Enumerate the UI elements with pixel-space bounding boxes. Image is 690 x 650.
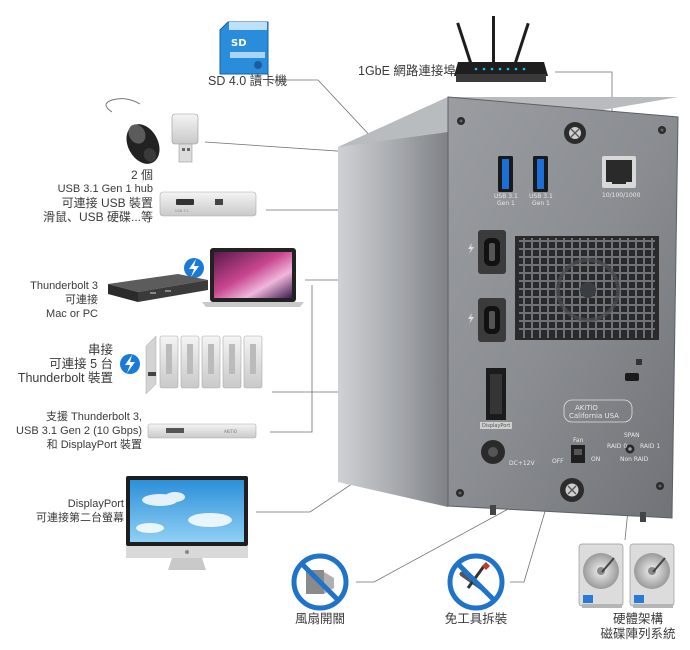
network-port-callout: 1GbE 網路連接埠	[358, 64, 456, 78]
fan-off-icon	[291, 553, 349, 611]
usb-hub-icon: USB 3.1	[159, 191, 257, 217]
monitor-icon	[126, 476, 248, 570]
raid0-label: RAID 0	[607, 443, 628, 450]
usb-drive-icon	[171, 113, 199, 163]
fan-on-label: ON	[591, 456, 601, 463]
thunderbolt3-callout: Thunderbolt 3 可連接 Mac or PC	[30, 280, 98, 320]
svg-text:USB 3.1: USB 3.1	[175, 209, 189, 213]
brand-label: AKiTiO	[575, 404, 598, 412]
fan-switch-callout: 風扇開關	[294, 612, 345, 626]
svg-text:AKiTiO: AKiTiO	[224, 429, 237, 434]
ethernet-speed-label: 10/100/1000	[602, 192, 641, 199]
raid-span-label: SPAN	[624, 432, 640, 439]
hardware-raid-callout: 硬體架構 磁碟陣列系統	[600, 612, 676, 641]
laptop-icon	[202, 248, 304, 307]
hard-drive-icon	[578, 543, 624, 608]
displayport-callout: DisplayPort 可連接第二台螢幕	[36, 498, 124, 524]
sd-reader-callout: SD 4.0 讀卡機	[208, 74, 288, 88]
no-tools-icon	[447, 553, 505, 611]
akitio-enclosure	[338, 96, 679, 522]
svg-text:SD: SD	[231, 38, 247, 49]
brand-sub-label: California USA	[569, 412, 619, 420]
tb-flat-device-icon: AKiTiO	[147, 423, 257, 439]
usb-port-label: USB 3.1	[494, 193, 518, 200]
displayport-port-label: DisplayPort	[482, 423, 511, 429]
power-label: DC+12V	[509, 460, 535, 467]
fan-switch-label: Fan	[573, 437, 584, 444]
router-icon	[454, 16, 548, 82]
thunderbolt-icon	[120, 354, 140, 374]
usb-hub-callout: 2 個 USB 3.1 Gen 1 hub 可連接 USB 裝置 滑鼠、USB …	[42, 168, 153, 224]
support-callout: 支援 Thunderbolt 3, USB 3.1 Gen 2 (10 Gbps…	[16, 411, 142, 451]
raid-non-label: Non RAID	[620, 456, 649, 463]
usb-port-label: USB 3.1	[529, 193, 553, 200]
thunderbolt-icon	[184, 258, 204, 278]
tb-dock-icon	[108, 274, 208, 302]
usb-port-label: Gen 1	[497, 200, 515, 207]
tool-free-callout: 免工具拆裝	[444, 612, 508, 626]
raid1-label: RAID 1	[640, 443, 661, 450]
storage-stack-icon	[145, 335, 263, 395]
mouse-icon	[105, 98, 160, 164]
daisy-chain-callout: 串接 可連接 5 台 Thunderbolt 裝置	[17, 343, 113, 385]
fan-off-label: OFF	[552, 458, 564, 465]
hard-drive-icon	[629, 543, 675, 608]
usb-port-label: Gen 1	[532, 200, 550, 207]
sd-card-icon: SD	[219, 21, 269, 75]
